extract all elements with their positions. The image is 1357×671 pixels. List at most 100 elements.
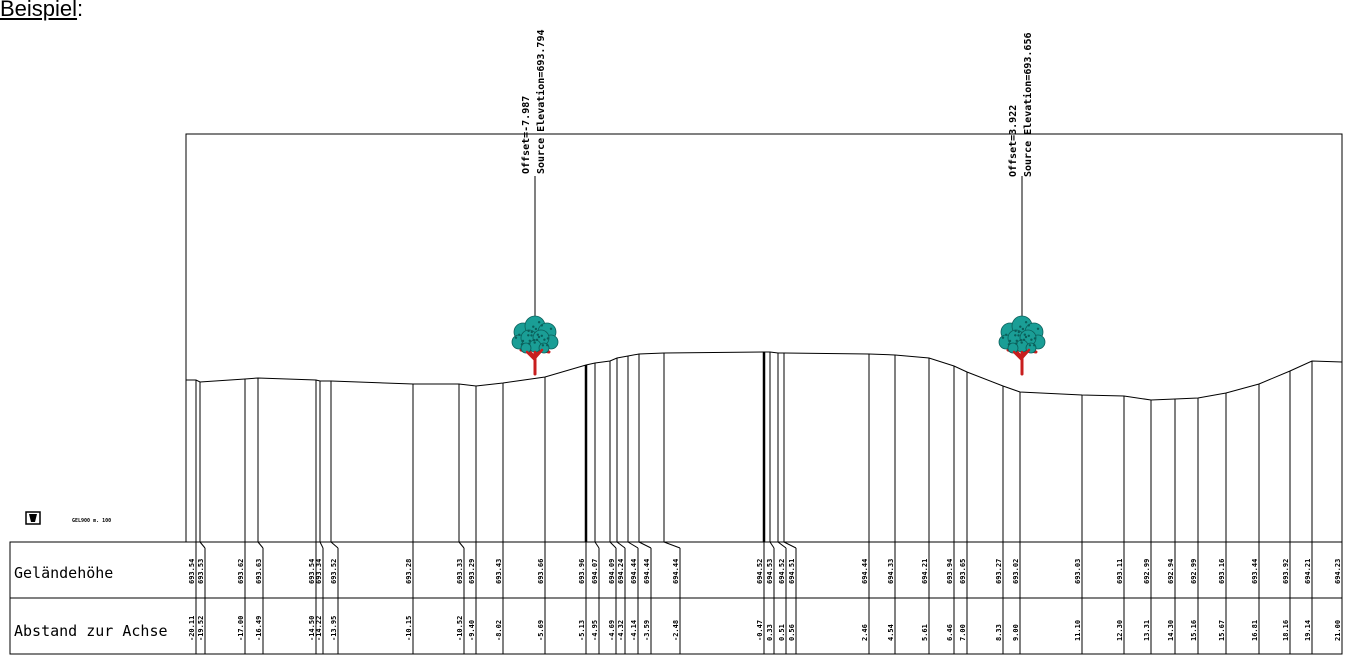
heading-suffix: : xyxy=(77,0,84,21)
tree-leaf-detail xyxy=(1019,325,1022,328)
scale-label: GEL900 m. 100 xyxy=(72,518,111,524)
offset-value: 9.00 xyxy=(1012,624,1020,641)
offset-row-label: Abstand zur Achse xyxy=(14,622,168,640)
offset-value: 8.33 xyxy=(995,624,1003,641)
legend: GEL900 m. 100 xyxy=(25,511,111,525)
offset-value: 21.00 xyxy=(1334,620,1342,641)
offset-value: -19.52 xyxy=(197,616,205,641)
offset-value: 2.46 xyxy=(861,624,869,641)
tree-leaf-detail xyxy=(535,338,539,341)
tree-leaf-detail xyxy=(521,339,525,343)
offset-value: -9.40 xyxy=(468,620,476,641)
band-offset-leader xyxy=(783,541,797,549)
elevation-value: 693.53 xyxy=(197,559,205,584)
tree-branches xyxy=(525,348,544,376)
tree-leaf-detail xyxy=(546,337,550,340)
tree-leaf-detail xyxy=(546,344,549,347)
tree-leaf-detail xyxy=(1007,343,1011,346)
elevation-value: 693.96 xyxy=(578,559,586,584)
elevation-value: 693.03 xyxy=(1074,559,1082,584)
elevation-value: 693.94 xyxy=(946,559,954,584)
tree-leaf-detail xyxy=(527,329,530,333)
tree-2-offset-label: Offset=3.922 xyxy=(1008,105,1019,177)
band-offset-leader xyxy=(769,541,775,549)
tree-leaf-detail xyxy=(1027,324,1030,327)
tree-leaf-detail xyxy=(533,341,536,344)
offset-value: -10.52 xyxy=(456,616,464,641)
elevation-value: 693.16 xyxy=(1218,559,1226,584)
tree-1: Offset=-7.987 Source Elevation=693.794 xyxy=(511,30,559,376)
offset-value: -10.15 xyxy=(405,616,413,641)
elevation-value: 692.94 xyxy=(1167,559,1175,584)
tree-leaf-detail xyxy=(1020,341,1023,344)
tree-leaf-detail xyxy=(549,327,553,330)
elevation-value: 694.33 xyxy=(887,559,895,584)
elevation-row-label: Geländehöhe xyxy=(14,564,113,582)
band-offset-leader xyxy=(777,541,787,549)
offset-value: -14.22 xyxy=(315,616,323,641)
elevation-value: 693.02 xyxy=(1012,559,1020,584)
tree-leaf-detail xyxy=(1023,333,1026,336)
tree-branches xyxy=(1012,348,1031,376)
band-offset-leader xyxy=(616,541,626,549)
elevation-value: 694.44 xyxy=(861,559,869,584)
tree-leaf-detail xyxy=(520,343,524,346)
elevation-value: 693.62 xyxy=(237,559,245,584)
elevation-value: 694.07 xyxy=(591,559,599,584)
elevation-value: 693.43 xyxy=(495,559,503,584)
tree-leaf-detail xyxy=(528,339,531,342)
offset-value: -4.32 xyxy=(617,620,625,641)
tree-2-icon xyxy=(998,315,1046,376)
elevation-value: 694.44 xyxy=(630,559,638,584)
offset-value: -17.00 xyxy=(237,616,245,641)
elevation-value: 693.52 xyxy=(330,559,338,584)
tree-leaf-detail xyxy=(1017,330,1020,334)
offset-value: -5.69 xyxy=(537,620,545,641)
tree-leaf-detail xyxy=(1028,344,1032,347)
tree-leaf-detail xyxy=(532,325,535,328)
offset-value: -2.48 xyxy=(672,620,680,641)
offset-value: 4.54 xyxy=(887,624,895,641)
elevation-value: 693.63 xyxy=(255,559,263,584)
offset-value: -14.50 xyxy=(308,616,316,641)
offset-value: -4.69 xyxy=(608,620,616,641)
elevation-value: 694.52 xyxy=(778,559,786,584)
tree-leaf-detail xyxy=(537,321,541,324)
tree-leaf-detail xyxy=(537,335,541,339)
offset-value: 0.33 xyxy=(766,624,774,641)
band-offset-leader xyxy=(638,541,652,549)
elevation-value: 694.52 xyxy=(756,559,764,584)
station-lines xyxy=(195,352,1343,542)
band-offset-leader xyxy=(199,541,206,549)
elevation-value: 694.23 xyxy=(1334,559,1342,584)
tree-1-icon xyxy=(511,315,559,376)
elevation-value: 693.92 xyxy=(1282,559,1290,584)
offset-value: 15.16 xyxy=(1190,620,1198,641)
elevation-value: 692.99 xyxy=(1143,559,1151,584)
elevation-value: 693.27 xyxy=(995,559,1003,584)
offset-value: -13.95 xyxy=(330,616,338,641)
tree-leaf-detail xyxy=(1014,334,1017,337)
tree-2: Offset=3.922 Source Elevation=693.656 xyxy=(998,33,1046,376)
tree-leaf-detail xyxy=(514,336,518,339)
offset-value: 6.46 xyxy=(946,624,954,641)
elevation-value: 692.99 xyxy=(1190,559,1198,584)
tree-leaf-detail xyxy=(540,334,543,337)
band-offset-leader xyxy=(319,541,324,549)
tree-leaf-detail xyxy=(1027,334,1030,337)
band-labels: 693.54-20.11693.53-19.52693.62-17.00693.… xyxy=(188,559,1342,641)
offset-value: 0.56 xyxy=(788,624,796,641)
offset-value: -4.14 xyxy=(630,620,638,641)
tree-leaf-detail xyxy=(1021,327,1025,331)
offset-value: -16.49 xyxy=(255,616,263,641)
tree-leaf-detail xyxy=(530,330,533,334)
tree-1-offset-label: Offset=-7.987 xyxy=(521,96,532,174)
tree-leaf-detail xyxy=(530,334,533,337)
offset-value: -4.95 xyxy=(591,620,599,641)
tree-1-elevation-label: Source Elevation=693.794 xyxy=(535,30,547,175)
tree-leaf-detail xyxy=(1033,344,1036,347)
offset-value: 0.51 xyxy=(778,624,786,641)
tree-foliage xyxy=(520,342,532,354)
tree-leaf-detail xyxy=(540,324,543,327)
offset-value: 11.10 xyxy=(1074,620,1082,641)
